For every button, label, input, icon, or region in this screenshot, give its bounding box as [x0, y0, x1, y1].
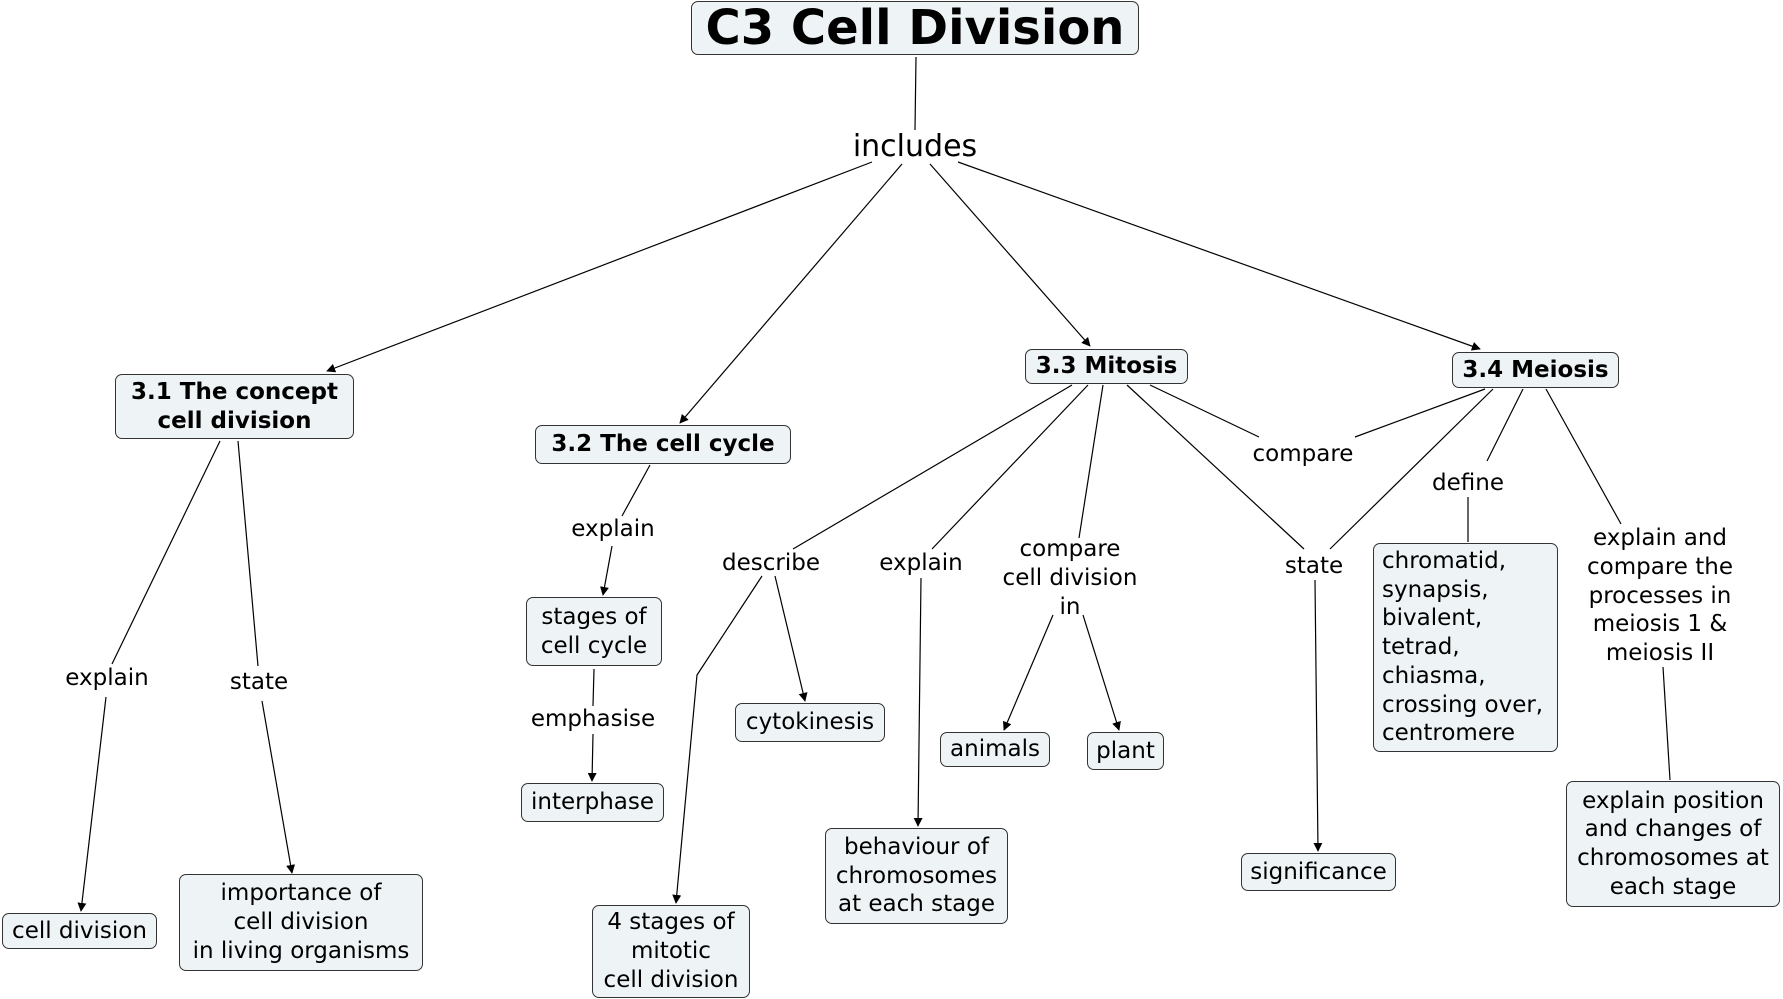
topic-3-1-concept-cell-division: 3.1 The concept cell division	[115, 374, 354, 439]
link-label-compare-cell-division-in: compare cell division in	[1002, 536, 1138, 620]
link-label-explain-and-compare: explain and compare the processes in mei…	[1587, 525, 1733, 666]
concept-behaviour-of-chromosomes: behaviour of chromosomes at each stage	[825, 828, 1008, 924]
topic-3-2-cell-cycle: 3.2 The cell cycle	[535, 425, 791, 464]
concept-interphase: interphase	[521, 783, 664, 822]
connector-3-3-describe	[792, 384, 1073, 550]
link-label-emphasise: emphasise	[530, 706, 656, 732]
concept-plant: plant	[1087, 732, 1164, 770]
connector-3-3-compare-in	[1078, 384, 1104, 539]
map-title: C3 Cell Division	[691, 0, 1139, 56]
connector-explain-compare-position	[1662, 666, 1671, 781]
connector-title-includes	[914, 56, 917, 131]
concept-4-stages-of-mitotic-cell-division: 4 stages of mitotic cell division	[592, 905, 750, 998]
connector-includes-3-3	[929, 163, 1091, 347]
concept-animals: animals	[940, 732, 1050, 767]
connector-describe-cytokinesis	[774, 575, 808, 702]
connector-3-4-state	[1329, 388, 1494, 550]
connector-3-4-explain-compare	[1545, 388, 1622, 525]
connector-3-3-state	[1126, 384, 1305, 550]
connector-compare-in-plant	[1082, 614, 1121, 731]
concept-explain-position-of-chromosomes: explain position and changes of chromoso…	[1566, 781, 1780, 907]
concept-importance-of-cell-division: importance of cell division in living or…	[179, 874, 423, 971]
connector-3-1-state	[237, 440, 259, 667]
connector-3-1-explain	[111, 440, 221, 665]
link-label-explain: explain	[879, 550, 963, 576]
connector-explain-cell-division	[77, 696, 107, 912]
connector-state-significance	[1313, 579, 1323, 852]
connector-explain-behaviour	[913, 577, 923, 827]
link-label-includes: includes	[852, 129, 978, 164]
connector-explain-stages	[600, 545, 613, 596]
connector-compare-in-animals	[1003, 614, 1054, 731]
link-label-state: state	[1284, 553, 1344, 579]
connector-3-3-explain	[931, 384, 1089, 550]
connector-includes-3-1	[326, 161, 873, 373]
concept-cytokinesis: cytokinesis	[735, 703, 885, 742]
connector-stages-emphasise	[592, 668, 595, 707]
connector-3-3-compare	[1149, 384, 1260, 438]
concept-stages-of-cell-cycle: stages of cell cycle	[526, 597, 662, 666]
link-label-describe: describe	[722, 550, 820, 576]
link-label-define: define	[1432, 470, 1504, 496]
concept-meiosis-terms: chromatid, synapsis, bivalent, tetrad, c…	[1373, 543, 1558, 752]
link-label-compare: compare	[1252, 441, 1354, 467]
connector-includes-3-2	[679, 163, 903, 424]
topic-3-3-mitosis: 3.3 Mitosis	[1025, 349, 1188, 384]
concept-cell-division: cell division	[2, 913, 157, 949]
concept-significance: significance	[1241, 853, 1396, 891]
connector-3-4-compare	[1354, 388, 1486, 438]
link-label-explain: explain	[571, 516, 655, 542]
connector-emphasise-interphase	[587, 733, 597, 782]
connector-3-4-define	[1486, 388, 1524, 462]
connector-includes-3-4	[957, 161, 1481, 351]
connector-describe-four-stages	[672, 575, 763, 904]
connector-3-2-explain	[621, 464, 651, 517]
topic-3-4-meiosis: 3.4 Meiosis	[1452, 352, 1619, 388]
link-label-explain: explain	[65, 665, 149, 691]
connector-state-importance	[261, 700, 296, 874]
link-label-state: state	[229, 669, 289, 695]
